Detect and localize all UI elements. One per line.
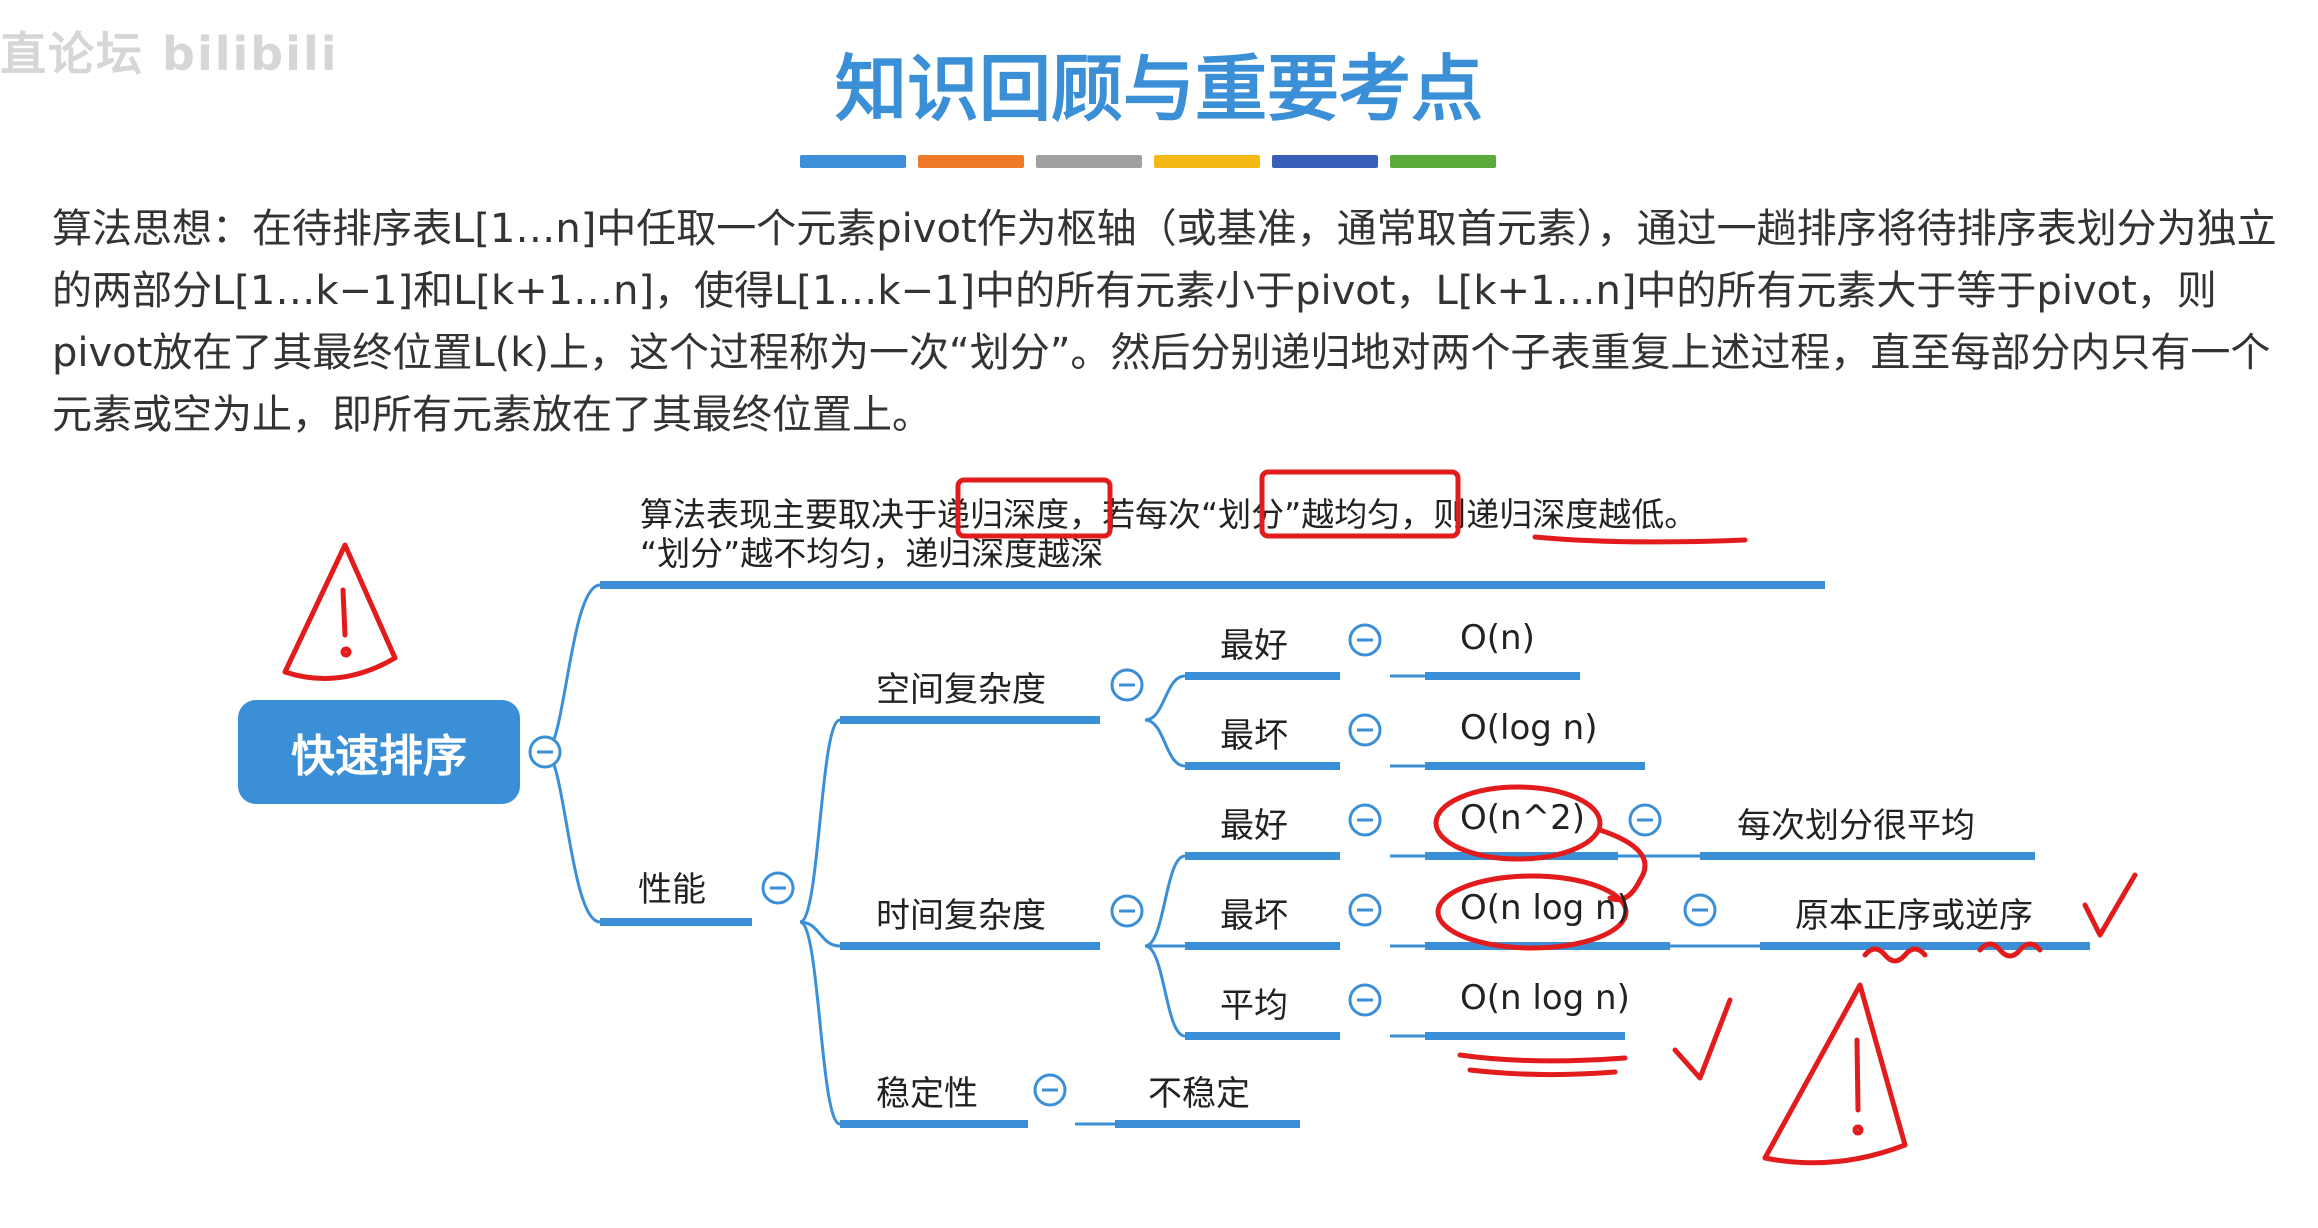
space-best-value[interactable]: O(n) (1460, 618, 1535, 658)
color-bar-5 (1272, 155, 1378, 168)
time-worst-label[interactable]: 最坏 (1220, 896, 1288, 936)
stability-value[interactable]: 不稳定 (1148, 1074, 1250, 1114)
time-worst-value[interactable]: O(n log n) (1460, 888, 1630, 928)
watermark: 直论坛 bilibili (0, 27, 339, 81)
time-best-note[interactable]: 每次划分很平均 (1737, 806, 1975, 846)
time-average-value[interactable]: O(n log n) (1460, 978, 1630, 1018)
root-node-quicksort[interactable]: 快速排序 (238, 700, 520, 804)
space-worst-value[interactable]: O(log n) (1460, 708, 1598, 748)
color-bar-3 (1036, 155, 1142, 168)
time-worst-note[interactable]: 原本正序或逆序 (1795, 896, 2033, 936)
space-complexity-node[interactable]: 空间复杂度 (876, 670, 1046, 710)
color-bar-6 (1390, 155, 1496, 168)
color-bar-4 (1154, 155, 1260, 168)
time-complexity-node[interactable]: 时间复杂度 (876, 896, 1046, 936)
color-bar-1 (800, 155, 906, 168)
note-line-1: 算法表现主要取决于递归深度，若每次“划分”越均匀，则递归深度越低。 (640, 495, 1698, 534)
color-bar-2 (918, 155, 1024, 168)
space-best-label[interactable]: 最好 (1220, 626, 1288, 666)
algorithm-description: 算法思想：在待排序表L[1…n]中任取一个元素pivot作为枢轴（或基准，通常取… (52, 206, 2277, 438)
time-average-label[interactable]: 平均 (1220, 986, 1288, 1026)
note-line-2: “划分”越不均匀，递归深度越深 (640, 534, 1104, 573)
time-best-value[interactable]: O(n^2) (1460, 798, 1585, 838)
page-title: 知识回顾与重要考点 (834, 47, 1483, 131)
time-best-label[interactable]: 最好 (1220, 806, 1288, 846)
performance-node[interactable]: 性能 (638, 870, 706, 910)
stability-node[interactable]: 稳定性 (876, 1074, 978, 1114)
space-worst-label[interactable]: 最坏 (1220, 716, 1288, 756)
